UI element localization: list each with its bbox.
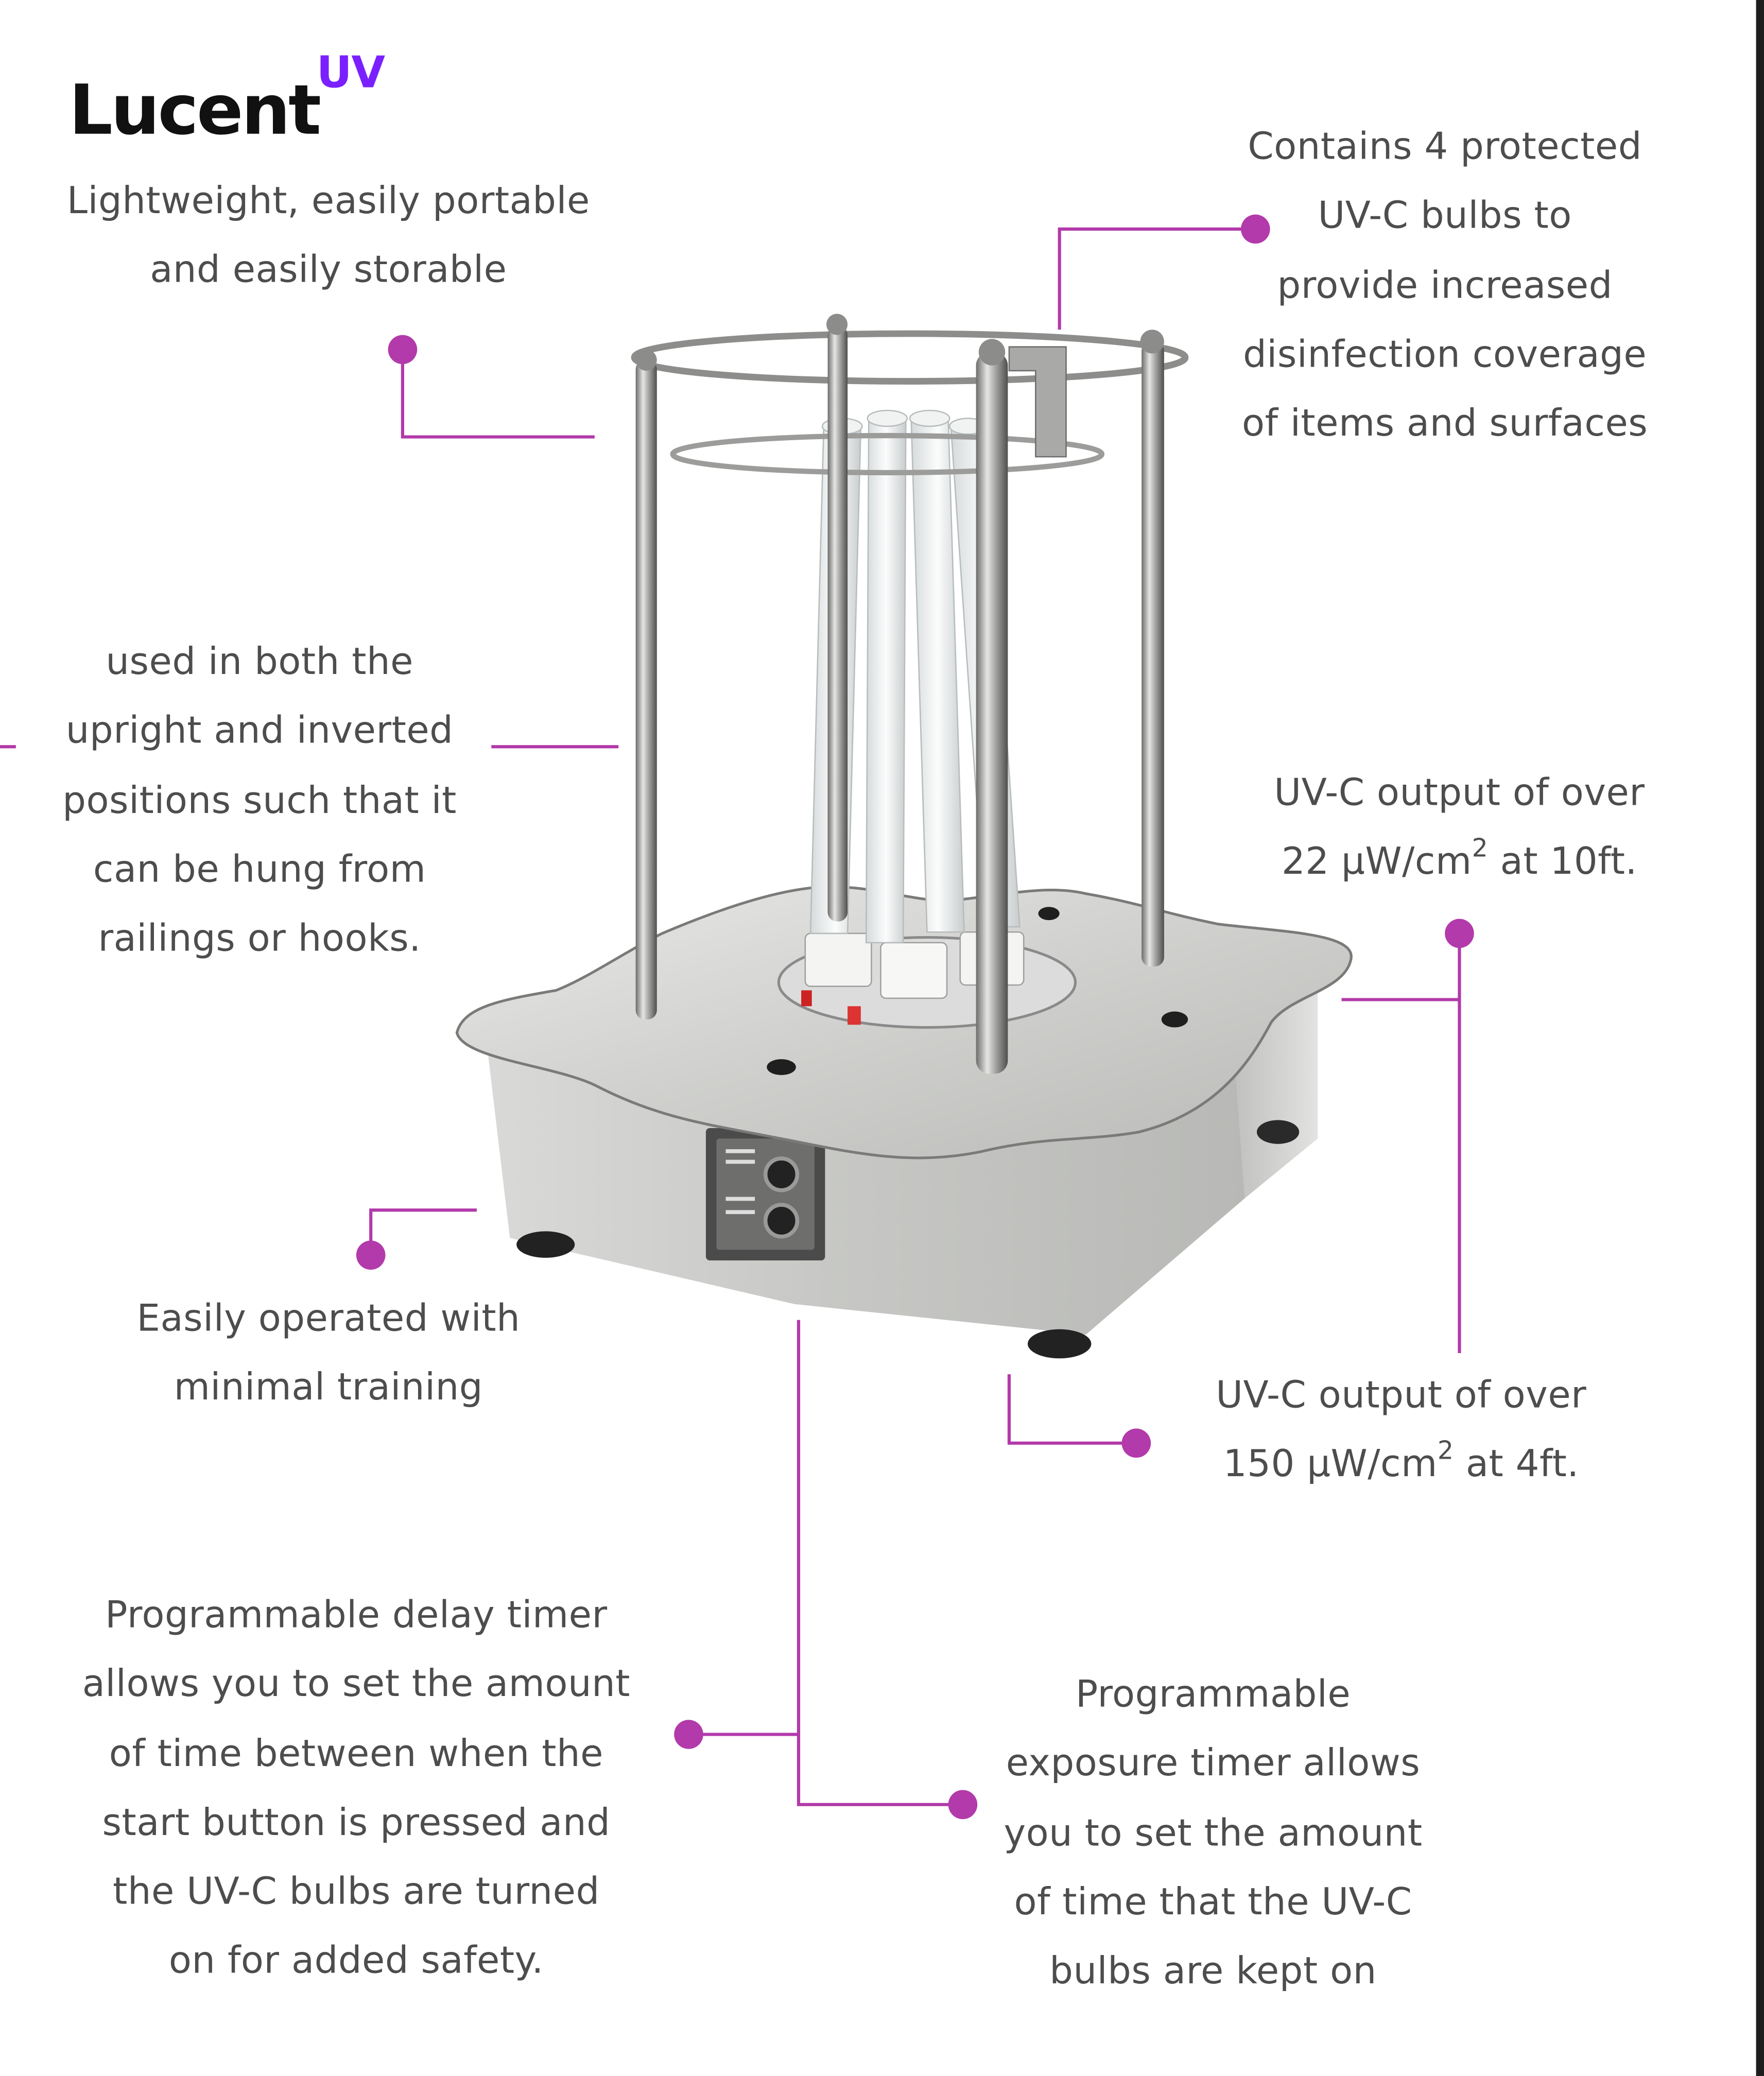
callout-dot-bulbs bbox=[1241, 214, 1270, 244]
feature-output-4ft: UV-C output of over 150 µW/cm2 at 4ft. bbox=[1216, 1373, 1587, 1486]
callout-dot-portable bbox=[388, 335, 418, 365]
page-edge bbox=[1756, 0, 1764, 2076]
callout-dot-delay-timer bbox=[674, 1720, 703, 1749]
feature-delay-timer: Programmable delay timer allows you to s… bbox=[82, 1593, 631, 1983]
brand-logo: Lucent UV bbox=[68, 46, 413, 154]
leader-line-portable bbox=[401, 349, 595, 439]
leader-line-training bbox=[369, 1208, 477, 1255]
leader-line-timers bbox=[688, 1320, 963, 1806]
callout-dot-training bbox=[356, 1240, 386, 1270]
callout-dot-output-4ft bbox=[1121, 1428, 1151, 1458]
brand-suffix: UV bbox=[316, 46, 385, 98]
callout-dot-exposure-timer bbox=[948, 1790, 978, 1820]
leader-line-output-4ft bbox=[1007, 1374, 1136, 1445]
protective-cage bbox=[631, 314, 1189, 1074]
feature-exposure-timer: Programmable exposure timer allows you t… bbox=[1004, 1672, 1423, 1993]
feature-bulbs: Contains 4 protected UV-C bulbs to provi… bbox=[1241, 124, 1648, 445]
feature-output-10ft: UV-C output of over 22 µW/cm2 at 10ft. bbox=[1274, 770, 1645, 884]
feature-portable: Lightweight, easily portable and easily … bbox=[66, 179, 590, 292]
brand-name: Lucent bbox=[68, 71, 321, 151]
feature-mounting: used in both the upright and inverted po… bbox=[62, 639, 457, 960]
leader-line-bulbs bbox=[1058, 227, 1256, 330]
feature-training: Easily operated with minimal training bbox=[136, 1296, 521, 1409]
callout-dot-output-10ft bbox=[1445, 919, 1474, 948]
leader-line-output bbox=[1341, 933, 1461, 1353]
